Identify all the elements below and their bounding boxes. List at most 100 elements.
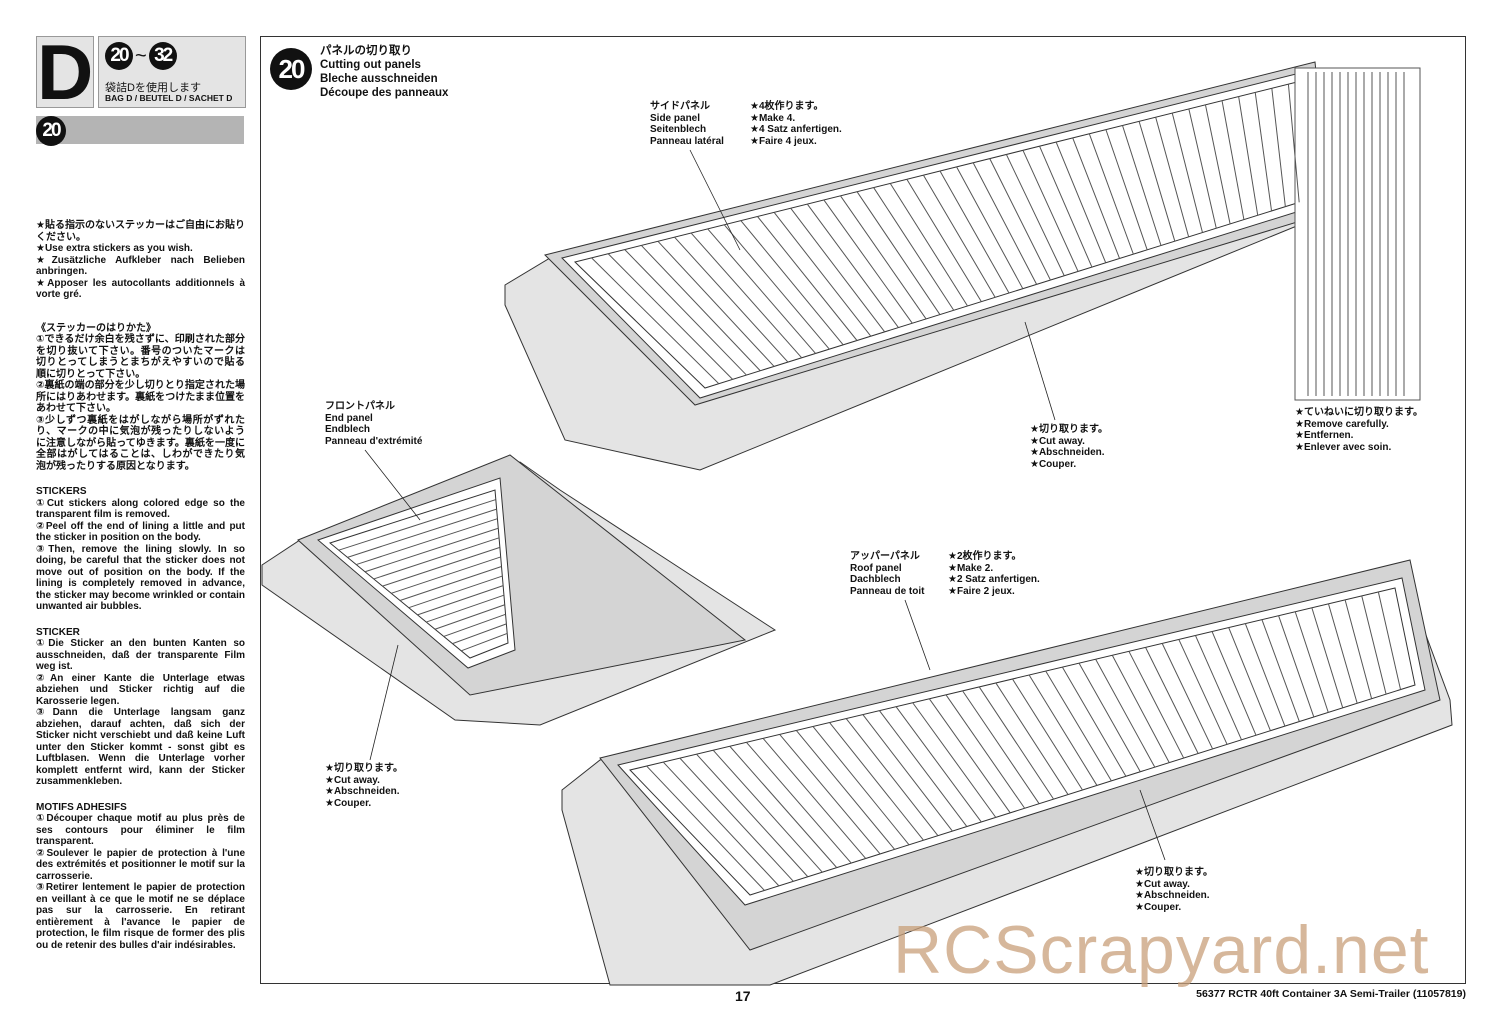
side-panel-tray <box>504 61 1349 471</box>
side-panel-rib <box>1039 145 1093 268</box>
label-line: ★Abschneiden. <box>1135 890 1210 901</box>
roof-panel-rib <box>779 734 881 855</box>
de-step: ③Dann die Unterlage langsam ganz abziehe… <box>36 707 245 787</box>
fr-step: ①Découper chaque motif au plus près de s… <box>36 813 245 847</box>
side-panel-rib <box>1055 141 1107 263</box>
step-bar-badge: 20 <box>36 116 66 146</box>
de-step: ①Die Sticker an den bunten Kanten so aus… <box>36 638 245 672</box>
roof-panel-rib <box>1128 651 1185 759</box>
step-from-badge: 20 <box>105 42 133 70</box>
roof-panel-rib <box>845 718 939 836</box>
roof-panel-rib <box>928 698 1011 814</box>
label-line: Panneau de toit <box>850 585 925 597</box>
label-line: ★Cut away. <box>1030 435 1085 447</box>
step-frame <box>260 36 1466 984</box>
side-panel-rib <box>989 158 1051 281</box>
roof-panel-rib <box>1261 619 1300 722</box>
leader-lines <box>364 149 1166 861</box>
fr-title: MOTIFS ADHESIFS <box>36 801 127 813</box>
roof-panel-tray <box>561 559 1453 986</box>
side-panel-rib <box>906 179 982 302</box>
watermark: RCScrapyard.net <box>893 912 1430 988</box>
cut-away-label-side: ★切り取ります。 ★Cut away. ★Abschneiden. ★Coupe… <box>1030 424 1108 470</box>
de-title: STICKER <box>36 626 80 638</box>
en-step: ②Peel off the end of lining a little and… <box>36 520 245 544</box>
side-panel-rib <box>1122 125 1162 246</box>
extra-fr: ★Apposer les autocollants additionnels à… <box>36 277 245 301</box>
roof-panel-rib <box>1028 674 1098 786</box>
end-panel-rib <box>391 556 501 594</box>
fr-step: ③Retirer lentement le papier de protecti… <box>36 882 245 951</box>
label-line: ★Couper. <box>1030 458 1077 470</box>
side-panel-rib <box>806 203 899 328</box>
jp-step: ①できるだけ余白を残さずに、印刷された部分を切り抜いて下さい。番号のついたマーク… <box>36 334 245 380</box>
de-step: ②An einer Kante die Unterlage etwas abzi… <box>36 672 245 707</box>
label-line: ★Couper. <box>325 797 372 809</box>
label-line: ★切り取ります。 <box>1030 424 1108 435</box>
step-title-en: Cutting out panels <box>320 59 421 71</box>
side-panel-rib <box>723 224 830 350</box>
end-panel-rib <box>347 508 497 558</box>
en-step: ①Cut stickers along colored edge so the … <box>36 497 245 521</box>
roof-panel-rib <box>829 722 924 841</box>
side-panel-rib <box>773 212 872 337</box>
roof-panel-rib <box>795 730 895 850</box>
roof-panel-rib <box>978 686 1055 800</box>
roof-panel-rib <box>662 761 780 887</box>
roof-panel-rib <box>995 682 1069 795</box>
jp-title: 《ステッカーのはりかた》 <box>36 322 156 334</box>
side-panel-rib <box>1254 92 1273 212</box>
en-title: STICKERS <box>36 486 87 497</box>
roof-panel-rib <box>679 757 794 882</box>
step-title-de: Bleche ausschneiden <box>320 73 438 85</box>
end-panel-rib <box>382 546 501 587</box>
label-line: ★Faire 2 jeux. <box>948 585 1015 597</box>
label-line: Dachblech <box>850 574 901 585</box>
label-line: ★4枚作ります。 <box>750 101 824 112</box>
remove-carefully-label: ★ていねいに切り取ります。 ★Remove carefully. ★Entfer… <box>1295 407 1423 453</box>
side-panel-rib <box>607 253 733 380</box>
side-panel-rib <box>1155 117 1190 237</box>
step-title-jp: パネルの切り取り <box>320 45 412 57</box>
roof-panel-rib <box>1377 591 1402 690</box>
roof-panel-rib <box>746 741 852 864</box>
roof-panel-rib <box>1194 635 1242 740</box>
step-bar: 20 <box>36 116 244 146</box>
step-number-badge: 20 <box>270 48 312 90</box>
roof-panel-rib <box>646 765 765 891</box>
cut-away-label-roof: ★切り取ります。 ★Cut away. ★Abschneiden. ★Coupe… <box>1135 867 1213 913</box>
side-panel-rib <box>1088 133 1134 255</box>
product-footer: 56377 RCTR 40ft Container 3A Semi-Traile… <box>1196 988 1466 1000</box>
label-line: Endblech <box>325 424 371 435</box>
end-panel-rib <box>461 632 508 652</box>
page-number: 17 <box>735 988 751 1004</box>
end-panel-rib <box>452 623 507 645</box>
label-line: サイドパネル <box>650 101 710 112</box>
end-panel-rib <box>364 527 499 573</box>
sticker-instructions: ★貼る指示のないステッカーはご自由にお貼りください。 ★Use extra st… <box>36 220 245 951</box>
side-panel-rib <box>674 236 789 363</box>
side-panel-rib <box>840 195 927 320</box>
step-title-fr: Découpe des panneaux <box>320 87 449 99</box>
roof-panel-rib <box>729 745 838 868</box>
side-panel-rib <box>1022 150 1079 272</box>
step-range: 20 ~ 32 <box>105 42 177 70</box>
label-line: ★4 Satz anfertigen. <box>750 124 842 135</box>
label-line: ★Make 4. <box>750 112 796 124</box>
roof-panel-rib <box>1012 678 1083 791</box>
side-panel-rib <box>939 170 1010 294</box>
roof-panel-rib <box>862 714 953 832</box>
label-line: Roof panel <box>850 562 902 574</box>
roof-panel-rib <box>1228 627 1271 731</box>
label-line: ★切り取ります。 <box>1135 867 1213 878</box>
roof-panel-rib <box>895 706 982 823</box>
side-panel-rib <box>1238 96 1259 216</box>
end-panel-rib <box>426 594 505 623</box>
label-line: アッパーパネル <box>850 551 920 562</box>
roof-panel-rib <box>962 690 1040 804</box>
bag-en: BAG D / BEUTEL D / SACHET D <box>105 93 233 103</box>
roof-panel-rib <box>912 702 997 818</box>
extra-de: ★Zusätzliche Aufkleber nach Belieben anb… <box>36 254 245 278</box>
label-line: Panneau d'extrémité <box>325 435 423 447</box>
